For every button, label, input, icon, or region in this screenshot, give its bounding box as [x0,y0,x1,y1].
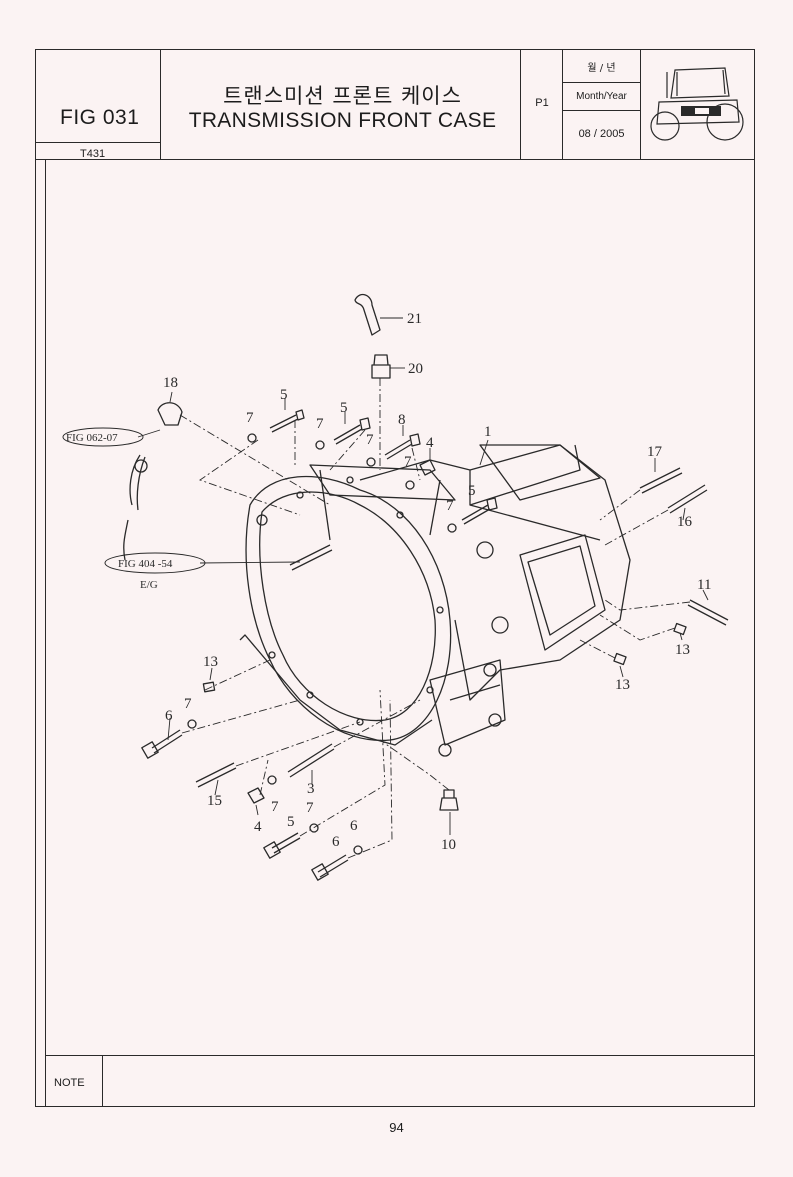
bolt [384,439,413,460]
page-frame [35,49,755,1107]
bolt [461,504,491,525]
diagram-left-border [45,160,47,1056]
bolt-6 [151,729,183,754]
side-cover [519,534,606,651]
note-col-divider [102,1055,104,1107]
callout-7: 7 [306,800,314,816]
fig-code: T431 [80,148,106,160]
callout-13: 13 [675,642,690,658]
callout-7: 7 [404,454,412,470]
callout-4: 4 [254,819,262,835]
fig-404-reference-oval [104,552,206,574]
month-year-divider [562,82,641,83]
callout-1: 1 [484,424,492,440]
nut-4 [247,787,265,804]
header-divider [35,159,755,161]
stud-3 [287,743,335,778]
page-number: 94 [389,1120,404,1135]
header-col-divider [562,49,564,160]
callout-17: 17 [647,444,663,460]
callout-7: 7 [246,410,254,426]
header-col-divider [640,49,642,160]
eg-label: E/G [140,579,158,591]
month-year-korean: 월 / 년 [587,63,616,74]
title-english: TRANSMISSION FRONT CASE [188,109,497,132]
nut [419,459,436,476]
callout-13: 13 [615,677,630,693]
callout-15: 15 [207,793,222,809]
callout-6: 6 [165,708,173,724]
callout-5: 5 [287,814,295,830]
bolt-5 [271,832,301,854]
callout-11: 11 [697,577,711,593]
callout-21: 21 [407,311,422,327]
callout-5: 5 [340,400,348,416]
bolt-6 [317,854,349,878]
callout-7: 7 [184,696,192,712]
month-year-label: Month/Year [576,91,627,102]
callout-7: 7 [446,498,454,514]
title-korean: 트랜스미션 프론트 케이스 [223,84,462,108]
callout-7: 7 [316,416,324,432]
note-left-border [45,1055,47,1107]
bell-housing [245,475,452,742]
stud-15 [195,762,237,788]
bolt [333,424,363,445]
fig-062-reference-oval [62,427,144,447]
callout-4: 4 [426,435,434,451]
stud-11 [687,599,729,626]
callout-16: 16 [677,514,693,530]
fig-062-reference: FIG 062-07 [66,432,118,444]
fig-code-divider [35,142,161,143]
callout-7: 6 [350,818,358,834]
bolt [269,414,299,433]
stud-17 [639,467,683,494]
callout-13: 13 [203,654,218,670]
note-label: NOTE [54,1077,85,1089]
callout-7: 7 [366,432,374,448]
month-year-value: 08 / 2005 [578,128,625,140]
callout-18: 18 [163,375,178,391]
callout-3: 3 [307,781,315,797]
transmission-case [359,444,631,701]
callout-5: 5 [468,483,476,499]
drain-plug [439,789,459,811]
callout-20: 20 [408,361,423,377]
fig-number: FIG 031 [60,106,140,129]
callout-8: 8 [398,412,406,428]
month-year-divider [562,110,641,111]
callout-7: 7 [271,799,279,815]
page-code: P1 [535,97,549,109]
diagram-note-divider [45,1055,755,1057]
callout-5: 5 [280,387,288,403]
fig-404-reference: FIG 404 -54 [118,558,173,570]
tractor-icon [650,67,744,141]
callout-6: 6 [332,834,340,850]
stud-16 [667,484,708,514]
callout-10: 10 [441,837,456,853]
header-col-divider [160,49,162,160]
header-col-divider [520,49,522,160]
